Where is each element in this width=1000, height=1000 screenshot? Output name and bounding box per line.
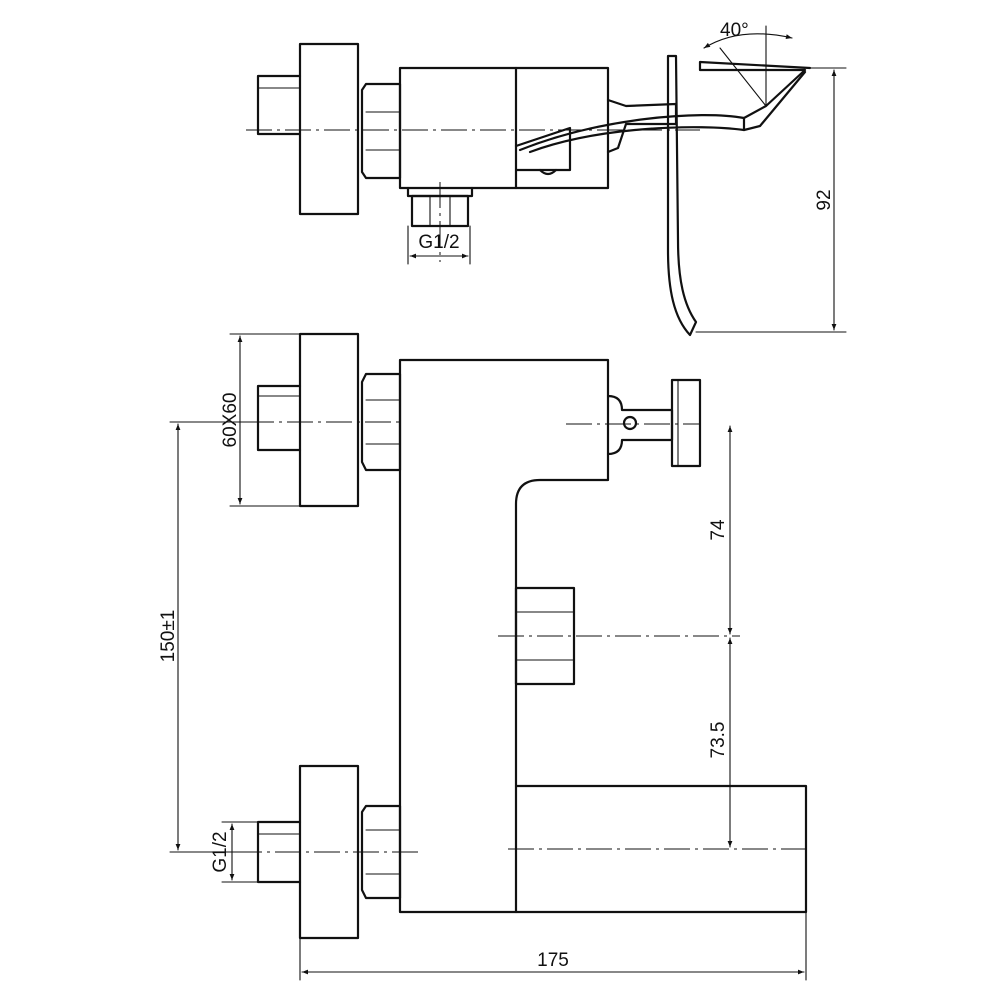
front-lever-handle (670, 378, 702, 468)
upper-inlet-stub (256, 384, 302, 452)
angle-label: 40° (720, 20, 749, 41)
dim-flange-label: 60X60 (220, 393, 241, 448)
dim-73-5-label: 73.5 (708, 722, 729, 759)
dim-175-label: 175 (537, 950, 569, 971)
top-valve-body (398, 66, 610, 190)
dim-top-thread-label: G1/2 (418, 232, 459, 253)
dim-spacing-label: 150±1 (158, 610, 179, 663)
dim-92-label: 92 (814, 189, 835, 210)
dim-74-label: 74 (708, 519, 729, 541)
top-hex-nut (360, 82, 402, 180)
top-inlet-stub (256, 74, 302, 136)
top-spout (666, 54, 698, 337)
top-flange (298, 42, 360, 216)
front-view: 60X60 150±1 G1/2 74 73.5 175 (158, 332, 808, 981)
front-valve-body (398, 358, 808, 914)
front-lever-stem (606, 394, 674, 456)
dim-lower-thread-label: G1/2 (210, 831, 231, 872)
upper-flange (298, 332, 360, 508)
top-cartridge (514, 126, 572, 172)
top-view: 40° 92 G1/2 (246, 20, 847, 337)
